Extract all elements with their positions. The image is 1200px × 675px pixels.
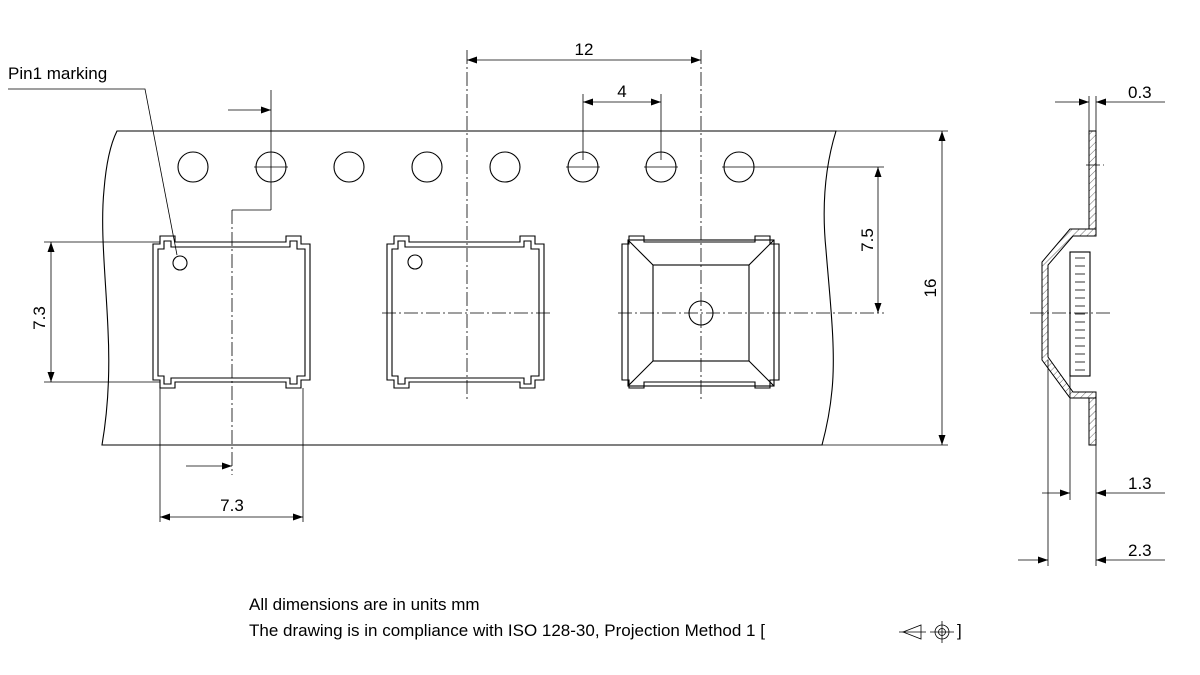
sprocket-hole (489, 151, 521, 183)
dim-pocket-width: 7.3 (159, 388, 304, 522)
dim-tape-thickness: 0.3 (1055, 83, 1165, 131)
dim-1-3-label: 1.3 (1128, 474, 1152, 493)
sprocket-hole (411, 151, 443, 183)
center-lines (231, 50, 884, 475)
dim-0-3-label: 0.3 (1128, 83, 1152, 102)
dim-4-label: 4 (617, 82, 626, 101)
pin1-label: Pin1 marking (8, 64, 107, 83)
compliance-note: The drawing is in compliance with ISO 12… (249, 621, 765, 640)
first-angle-projection-icon (899, 621, 954, 643)
dim-pocket-height: 7.3 (30, 241, 160, 383)
pocket-1 (152, 235, 311, 389)
dim-hole-pitch: 4 (582, 82, 662, 160)
dim-tape-width: 16 (921, 131, 946, 445)
compliance-note-end: ] (957, 621, 962, 640)
sprocket-holes (177, 151, 884, 183)
pin1-dot (172, 255, 188, 271)
carrier-tape (101, 130, 948, 446)
sprocket-hole (177, 151, 209, 183)
dim-pocket-depth-total: 2.3 (1018, 360, 1165, 566)
sprocket-hole (333, 151, 365, 183)
dim-hole-to-center: 7.5 (858, 167, 882, 313)
notes: All dimensions are in units mm The drawi… (249, 595, 962, 643)
dim-2-3-label: 2.3 (1128, 541, 1152, 560)
dim-7-3-horizontal-label: 7.3 (220, 496, 244, 515)
dim-12-label: 12 (575, 40, 594, 59)
pocket-3 (621, 235, 780, 389)
side-section-view (1030, 130, 1112, 446)
offset-arrows (186, 106, 271, 470)
pin1-callout: Pin1 marking (8, 64, 178, 256)
pocket-2 (386, 235, 545, 389)
dim-7-5-label: 7.5 (858, 228, 877, 252)
dim-pocket-depth-inner: 1.3 (1042, 376, 1165, 566)
pin1-dot (407, 254, 423, 270)
dim-7-3-vertical-label: 7.3 (30, 306, 49, 330)
dim-pocket-pitch: 12 (467, 40, 701, 64)
units-note: All dimensions are in units mm (249, 595, 480, 614)
dim-16-label: 16 (921, 279, 940, 298)
